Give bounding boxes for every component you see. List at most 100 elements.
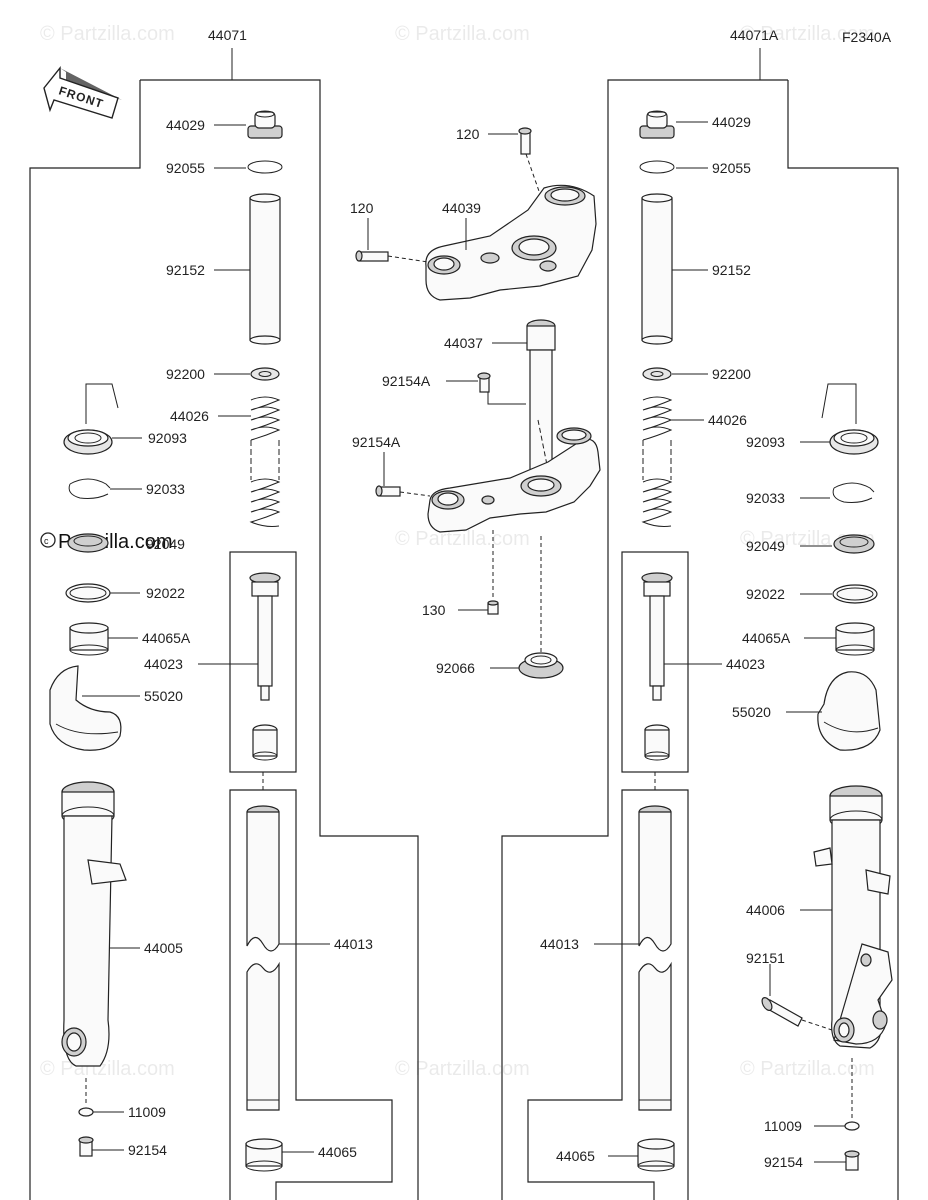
- label-92200-r: 92200: [712, 366, 751, 382]
- label-92154A-top: 92154A: [382, 373, 431, 389]
- fork-cap: [639, 110, 675, 139]
- label-11009-r: 11009: [764, 1118, 802, 1134]
- washer: [642, 367, 672, 381]
- label-92200: 92200: [166, 366, 205, 382]
- drain-bolt: [78, 1136, 94, 1157]
- label-92022-r: 92022: [746, 586, 785, 602]
- fork-spring: [249, 396, 281, 527]
- label-92154A-side: 92154A: [352, 434, 401, 450]
- label-44013-r: 44013: [540, 936, 579, 952]
- bracket-bolt-a: [477, 372, 491, 393]
- slide-bushing: [69, 622, 109, 656]
- o-ring: [247, 160, 283, 174]
- label-44026-r: 44026: [708, 412, 747, 428]
- fork-cylinder: [249, 572, 281, 761]
- upper-bracket: [425, 184, 597, 301]
- left-inner-tube: [246, 805, 280, 1111]
- right-inner-tube: [638, 805, 672, 1111]
- side-bolt: [355, 250, 389, 262]
- guide-bush: [637, 1138, 675, 1172]
- label-44023: 44023: [144, 656, 183, 672]
- fork-spring: [641, 396, 673, 527]
- label-92093-r: 92093: [746, 434, 785, 450]
- label-44029: 44029: [166, 117, 205, 133]
- watermark: © Partzilla.com: [740, 23, 875, 45]
- label-92033: 92033: [146, 481, 185, 497]
- label-44013: 44013: [334, 936, 373, 952]
- fork-cylinder: [641, 572, 673, 761]
- label-120-side: 120: [350, 200, 374, 216]
- label-44037: 44037: [444, 335, 483, 351]
- label-92033-r: 92033: [746, 490, 785, 506]
- spacer-tube: [641, 193, 673, 345]
- circlip: [832, 482, 875, 503]
- watermark: © Partzilla.com: [740, 1058, 875, 1080]
- gasket: [78, 1107, 94, 1117]
- diagram-code: F2340A: [842, 29, 892, 45]
- fork-guard: [817, 671, 881, 751]
- top-bolt: [518, 127, 532, 155]
- watermark: © Partzilla.com: [395, 1058, 530, 1080]
- label-92093: 92093: [148, 430, 187, 446]
- label-44065A-r: 44065A: [742, 630, 791, 646]
- label-92022: 92022: [146, 585, 185, 601]
- label-55020-r: 55020: [732, 704, 771, 720]
- front-arrow-icon: FRONT: [43, 66, 122, 119]
- fork-guard: [49, 665, 122, 751]
- label-92049-r: 92049: [746, 538, 785, 554]
- stem-seal: [518, 652, 564, 679]
- label-92152-r: 92152: [712, 262, 751, 278]
- label-44026: 44026: [170, 408, 209, 424]
- label-44023-r: 44023: [726, 656, 765, 672]
- label-44071: 44071: [208, 27, 247, 43]
- label-92154: 92154: [128, 1142, 167, 1158]
- bracket-bolt-b: [375, 485, 401, 497]
- label-11009: 11009: [128, 1104, 166, 1120]
- label-44065: 44065: [318, 1144, 357, 1160]
- drain-bolt: [844, 1150, 860, 1171]
- watermark: © Partzilla.com: [395, 528, 530, 550]
- label-44071A: 44071A: [730, 27, 779, 43]
- dust-seal: [63, 429, 113, 455]
- lower-bracket: [427, 427, 601, 533]
- watermark: © Partzilla.com: [40, 23, 175, 45]
- spacer-tube: [249, 193, 281, 345]
- label-120-top: 120: [456, 126, 480, 142]
- dust-seal: [829, 429, 879, 455]
- oil-seal: [833, 534, 875, 554]
- label-92066: 92066: [436, 660, 475, 676]
- gasket: [844, 1121, 860, 1131]
- label-44039: 44039: [442, 200, 481, 216]
- caliper-bolt: [761, 997, 803, 1027]
- watermarks: © Partzilla.com © Partzilla.com © Partzi…: [40, 23, 875, 1080]
- label-92151: 92151: [746, 950, 785, 966]
- oil-seal: [67, 533, 109, 553]
- washer: [250, 367, 280, 381]
- circlip: [68, 478, 111, 499]
- label-92152: 92152: [166, 262, 205, 278]
- guide-bush: [245, 1138, 283, 1172]
- label-44065A: 44065A: [142, 630, 191, 646]
- slide-bushing: [835, 622, 875, 656]
- steering-stem: [526, 319, 556, 481]
- right-assembly-frame: 44071A: [501, 27, 899, 1200]
- svg-text:c: c: [44, 536, 49, 546]
- left-outer-tube: [61, 781, 127, 1067]
- label-92049: 92049: [146, 536, 185, 552]
- left-assembly-frame: 44071: [29, 27, 419, 1200]
- small-bolt: [487, 600, 499, 615]
- label-92055-r: 92055: [712, 160, 751, 176]
- fork-cap: [247, 110, 283, 139]
- label-44005: 44005: [144, 940, 183, 956]
- right-outer-tube: [813, 785, 893, 1049]
- label-92055: 92055: [166, 160, 205, 176]
- label-92154-r: 92154: [764, 1154, 803, 1170]
- label-44029-r: 44029: [712, 114, 751, 130]
- watermark: © Partzilla.com: [40, 1058, 175, 1080]
- o-ring: [639, 160, 675, 174]
- label-44006: 44006: [746, 902, 785, 918]
- label-55020: 55020: [144, 688, 183, 704]
- label-44065-r: 44065: [556, 1148, 595, 1164]
- label-130: 130: [422, 602, 446, 618]
